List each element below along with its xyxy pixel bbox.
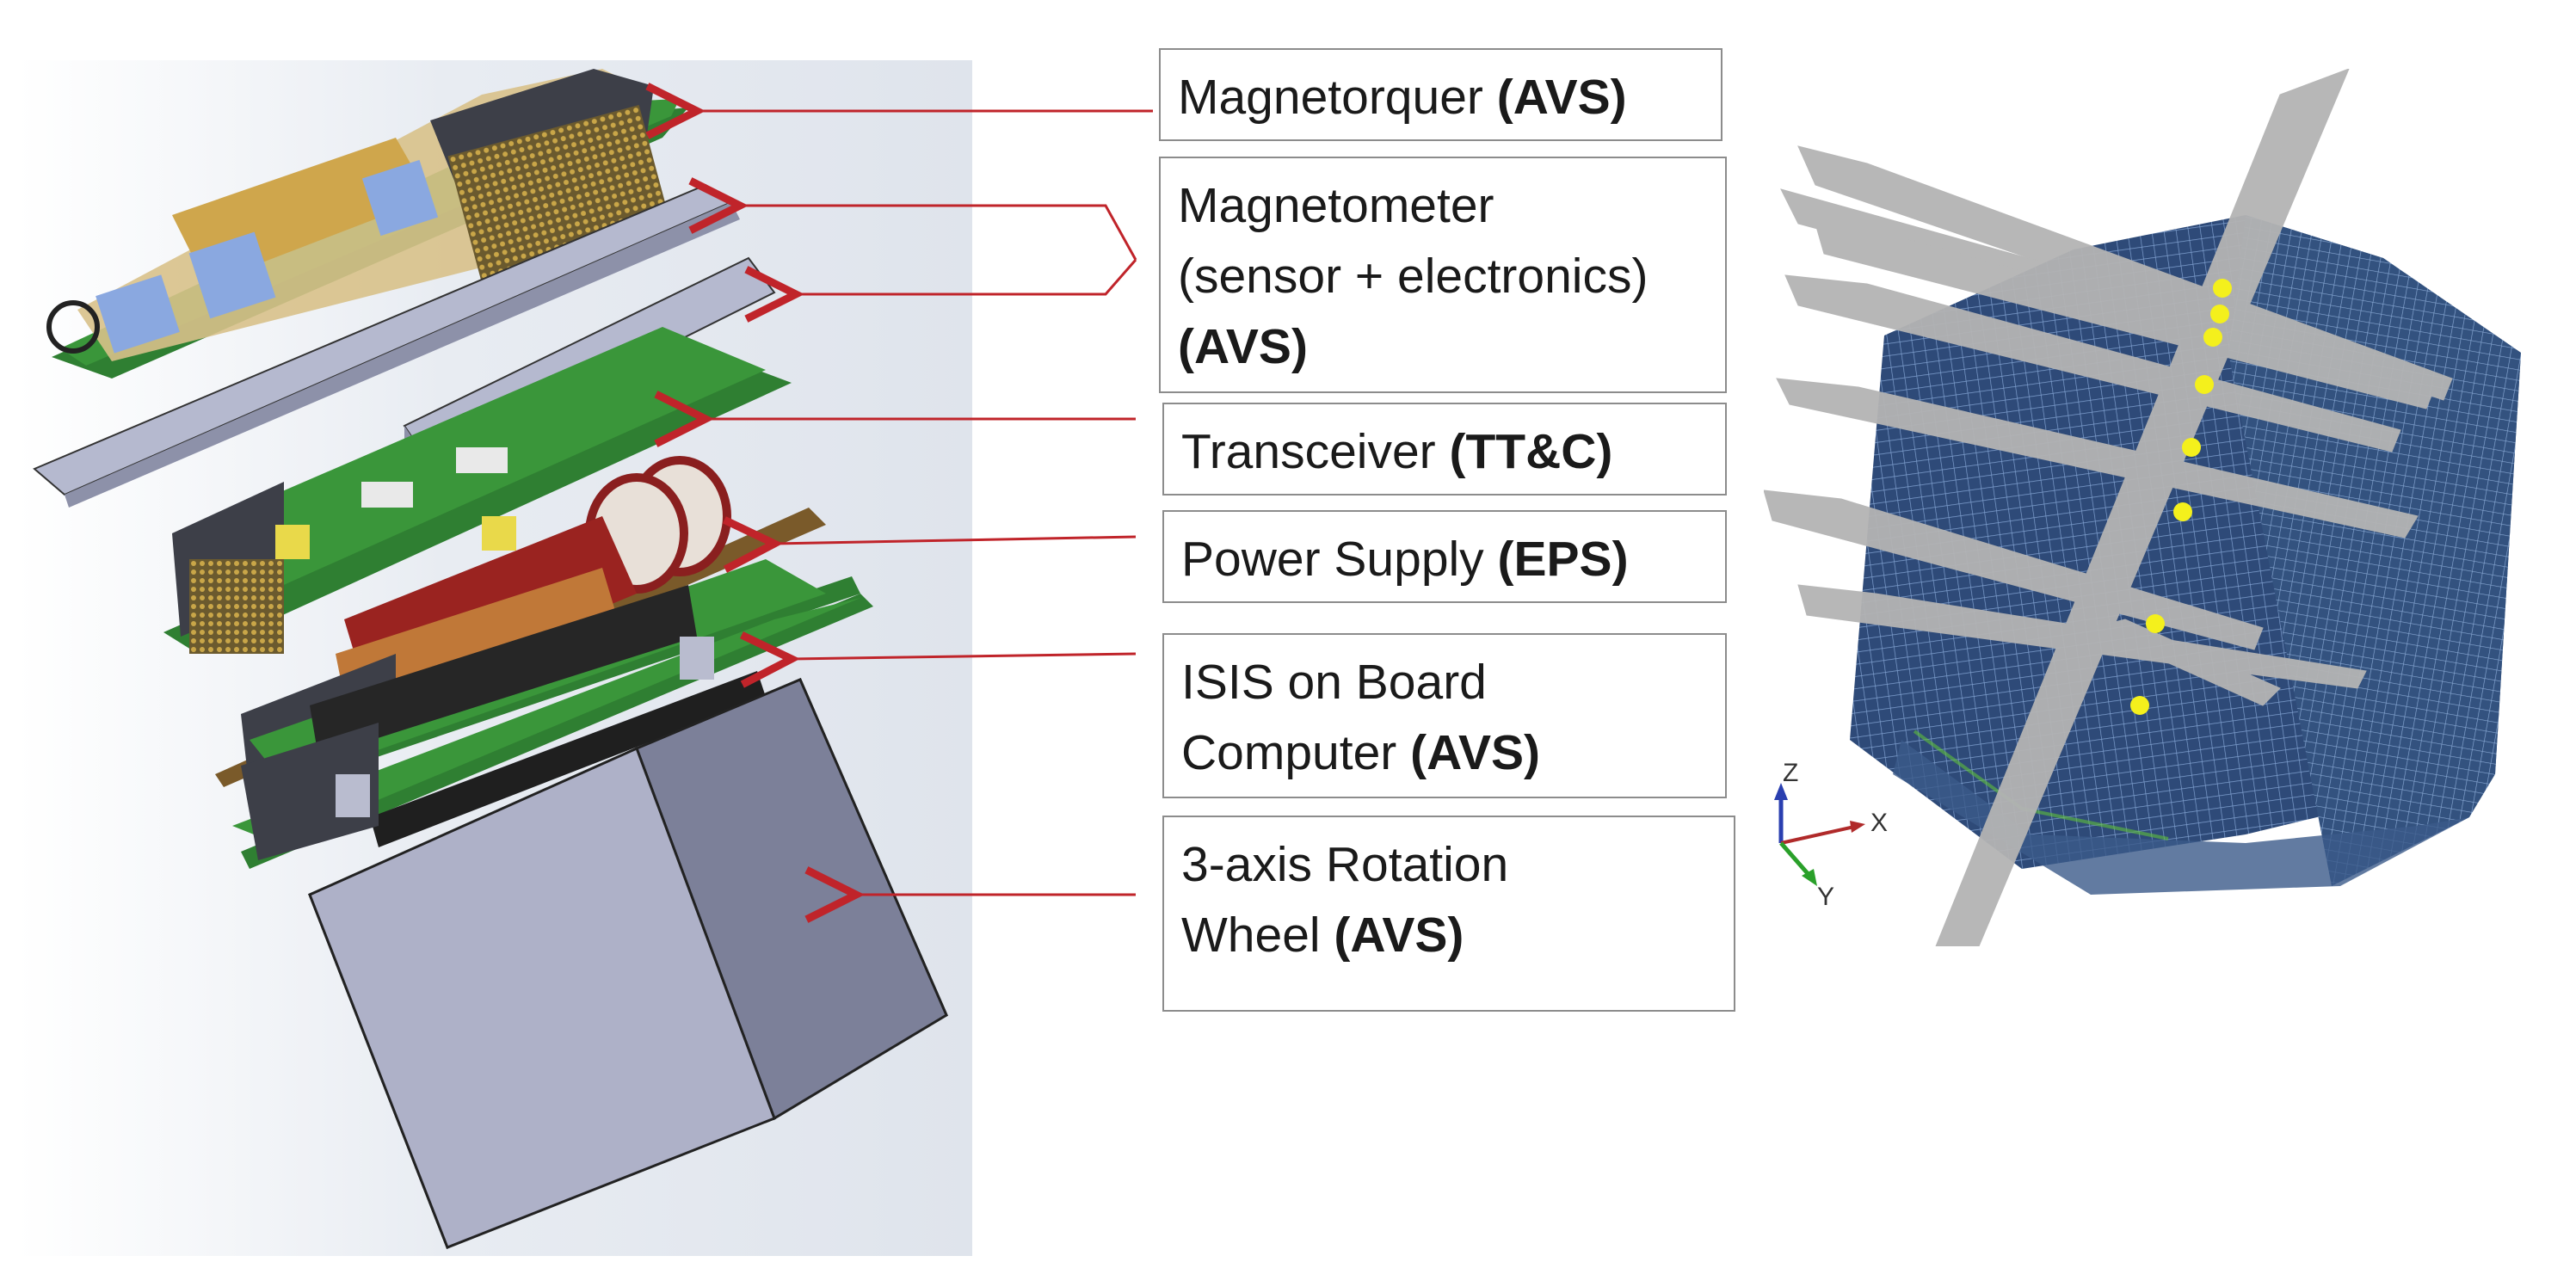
leader-power-supply (774, 537, 1137, 544)
label-magnetometer-line2: (sensor + electronics) (1178, 249, 1649, 304)
label-rotation-wheel-line1: 3-axis Rotation (1181, 837, 1509, 892)
label-magnetorquer-name: Magnetorquer (1178, 70, 1483, 125)
board-stack (163, 327, 873, 869)
x-axis-line (1780, 824, 1859, 845)
z-axis-label: Z (1783, 759, 1798, 787)
axis-triad: Z X Y (1774, 759, 1888, 911)
label-transceiver-name: Transceiver (1181, 424, 1436, 479)
label-magnetometer-system: (AVS) (1178, 319, 1308, 374)
fibre-bundles (1764, 69, 2453, 946)
label-magnetorquer-system: (AVS) (1496, 70, 1627, 125)
leader-obc (792, 654, 1137, 659)
label-magnetometer: Magnetometer (sensor + electronics) (AVS… (1159, 157, 1727, 393)
label-rotation-wheel-line2: Wheel (1181, 908, 1321, 963)
label-transceiver-system: (TT&C) (1449, 424, 1613, 479)
label-obc-line2: Computer (1181, 725, 1397, 780)
label-rotation-wheel-system: (AVS) (1334, 908, 1464, 963)
x-axis-label: X (1870, 809, 1888, 837)
label-obc: ISIS on Board Computer (AVS) (1162, 633, 1727, 798)
label-rotation-wheel: 3-axis Rotation Wheel (AVS) (1162, 816, 1735, 1012)
leader-magnetometer-bottom (796, 259, 1137, 294)
label-obc-line1: ISIS on Board (1181, 655, 1487, 710)
label-magnetometer-line1: Magnetometer (1178, 178, 1494, 233)
label-power-supply-system: (EPS) (1497, 532, 1629, 587)
label-transceiver: Transceiver (TT&C) (1162, 403, 1727, 496)
label-power-supply-name: Power Supply (1181, 532, 1484, 587)
y-axis-line (1779, 841, 1813, 879)
label-magnetorquer: Magnetorquer (AVS) (1159, 48, 1722, 141)
leader-magnetometer-top (740, 206, 1137, 261)
bolt-nodes (2130, 279, 2232, 715)
label-power-supply: Power Supply (EPS) (1162, 510, 1727, 603)
exploded-assembly (17, 60, 972, 1256)
magnetorquer-board (46, 69, 688, 379)
reaction-wheel-cube (308, 678, 948, 1250)
label-obc-system: (AVS) (1410, 725, 1541, 780)
fem-model (1764, 69, 2521, 946)
y-axis-label: Y (1817, 883, 1834, 911)
